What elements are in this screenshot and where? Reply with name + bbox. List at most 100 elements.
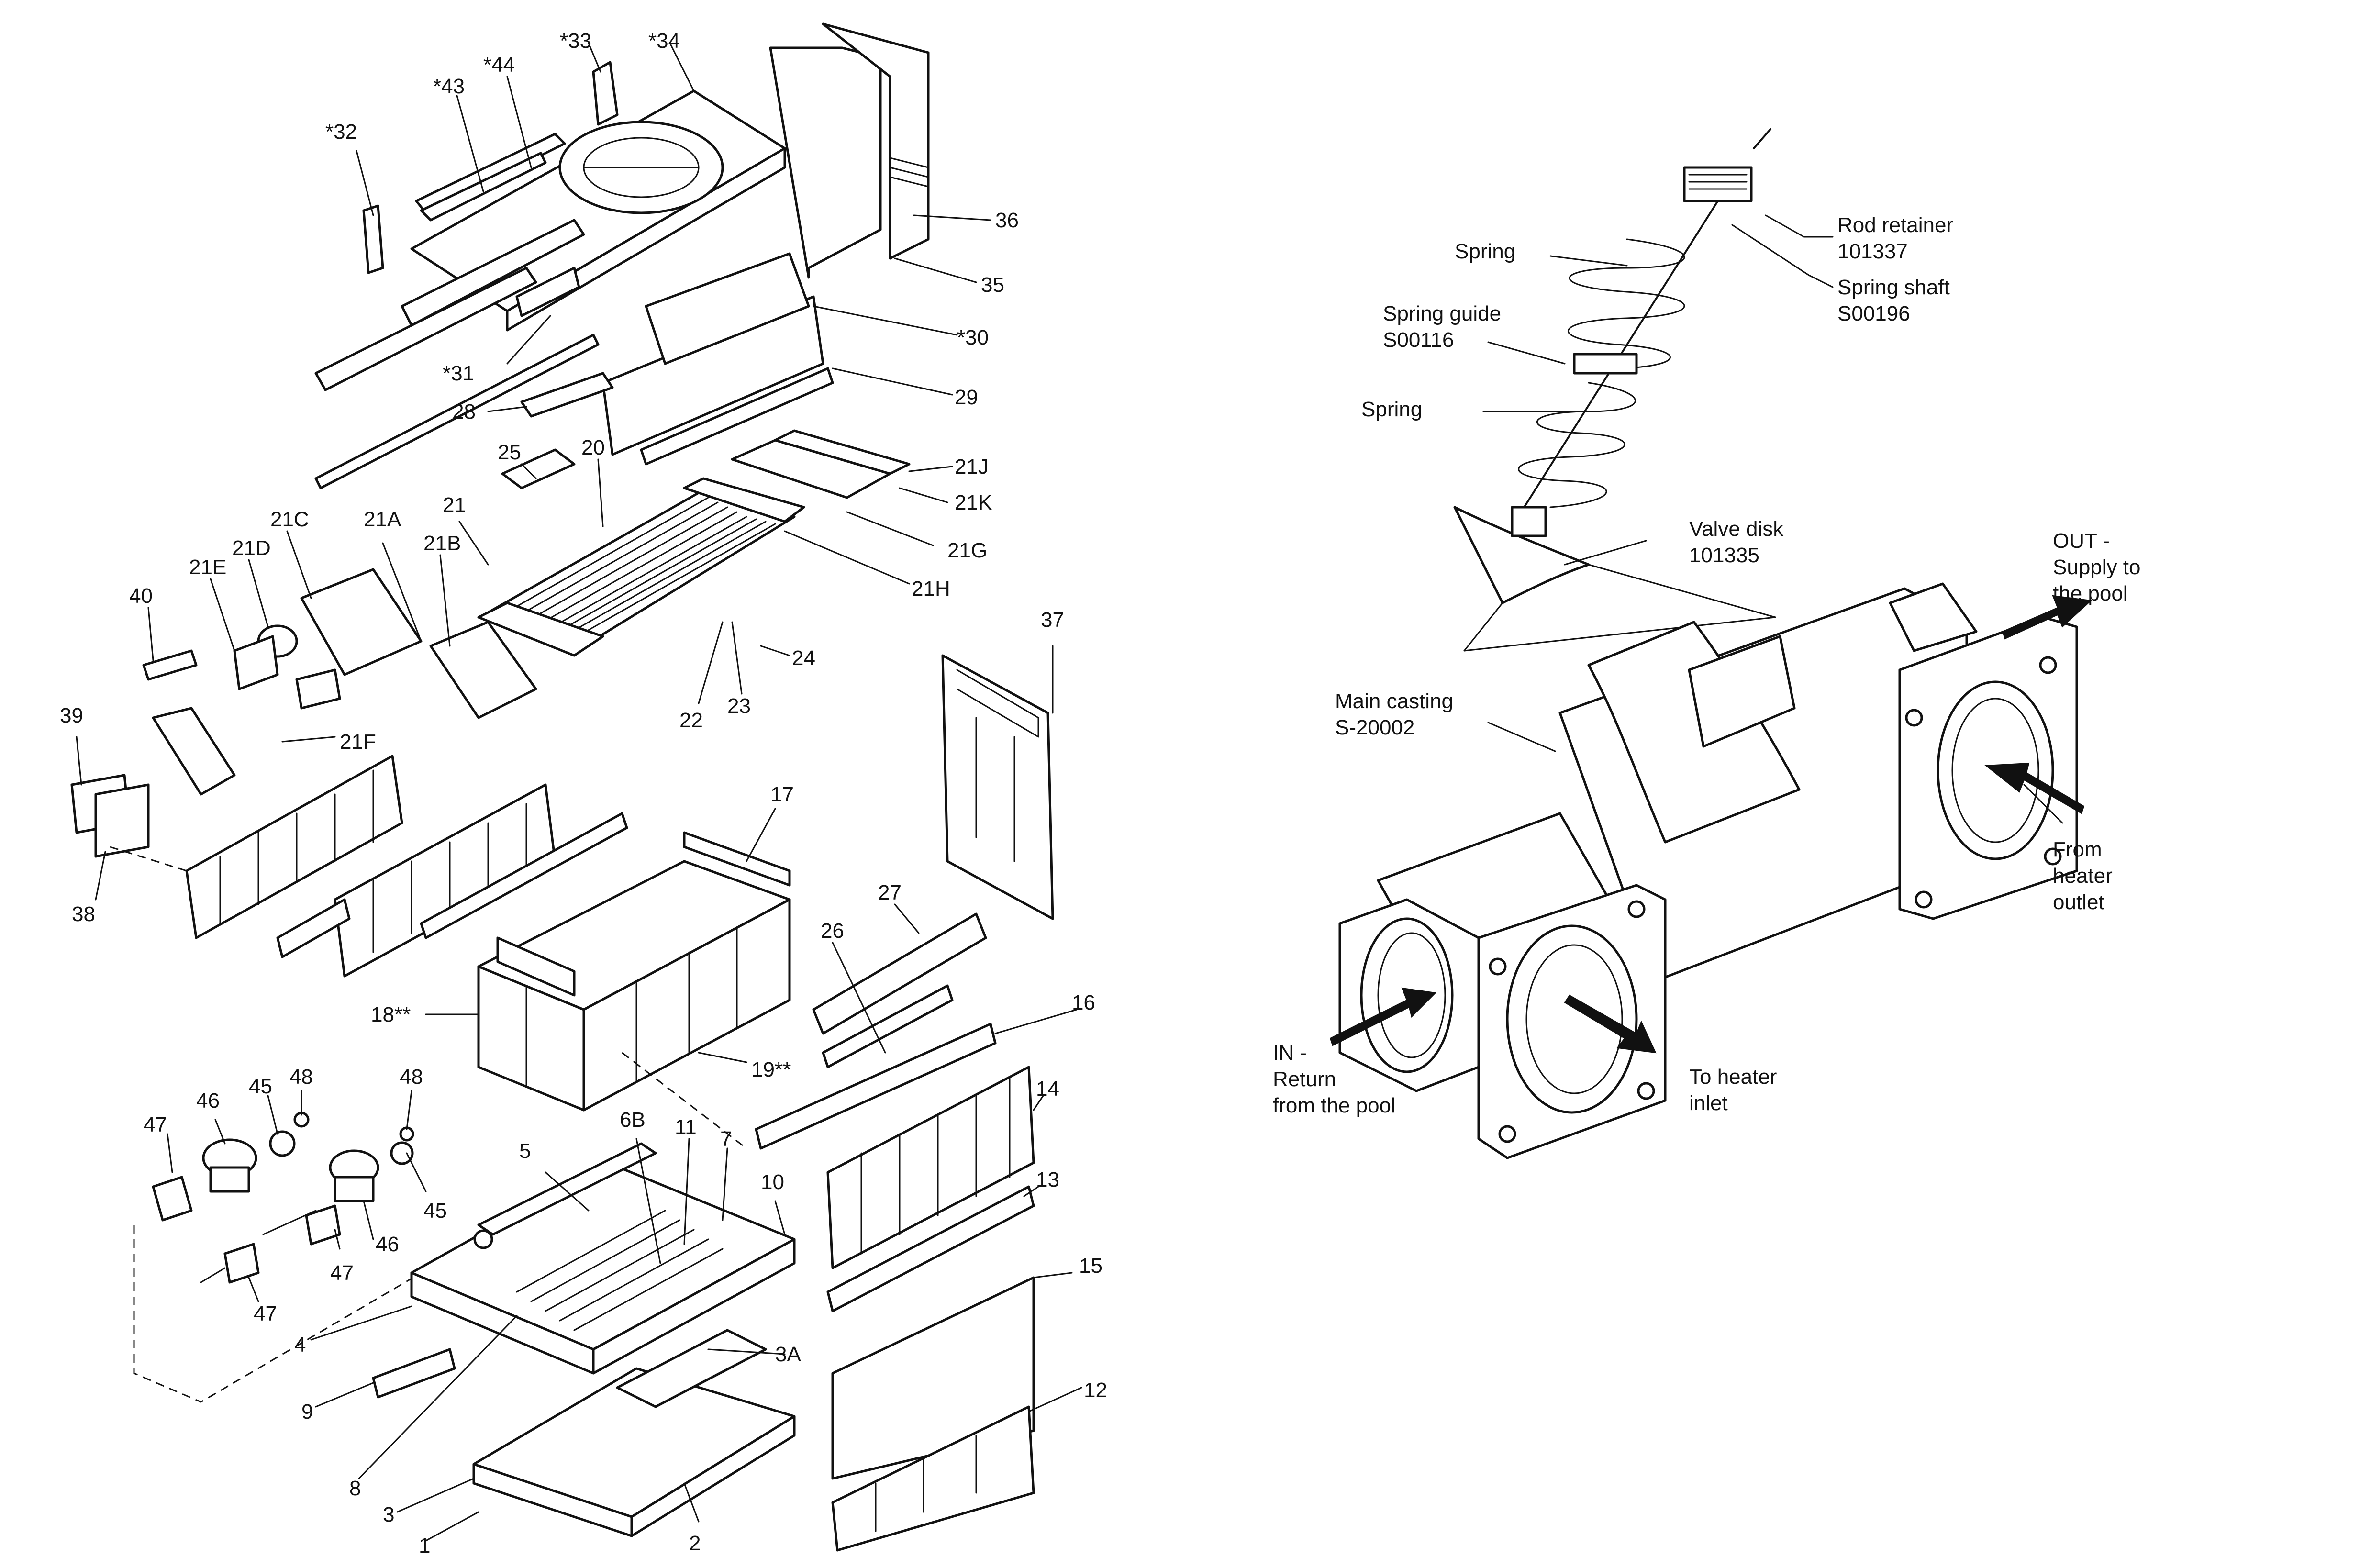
label-spring-guide-num: S00116: [1383, 328, 1454, 352]
label-from-2: heater: [2053, 864, 2113, 888]
label-21H: 21H: [912, 577, 950, 601]
label-39: 39: [60, 704, 83, 727]
label-21D: 21D: [232, 536, 271, 560]
label-40: 40: [129, 584, 153, 608]
burner-tray: [372, 1142, 796, 1537]
flue-hood-29: [520, 252, 834, 466]
label-16: 16: [1072, 991, 1095, 1014]
label-2: 2: [689, 1532, 701, 1555]
label-in-1: IN -: [1273, 1041, 1307, 1065]
label-out-1: OUT -: [2053, 529, 2110, 553]
gas-controls: [133, 1112, 479, 1403]
label-4: 4: [294, 1333, 306, 1357]
label-15: 15: [1079, 1254, 1102, 1278]
flow-arrows: [1329, 595, 2093, 1054]
label-19: 19**: [751, 1058, 791, 1081]
label-27: 27: [878, 881, 902, 904]
combustion-chamber-18-19: [477, 831, 791, 1149]
main-casting: [1338, 582, 2078, 1159]
label-24: 24: [792, 646, 815, 670]
label-46a: 46: [196, 1089, 220, 1112]
bypass-valve-view: Rod retainer 101337 Spring Spring shaft …: [1273, 128, 2140, 1159]
label-8: 8: [349, 1477, 361, 1500]
side-panel-35-36: [769, 22, 930, 279]
label-21C: 21C: [270, 508, 309, 531]
label-spring-top: Spring: [1455, 240, 1515, 263]
label-from-1: From: [2053, 838, 2102, 861]
label-46b: 46: [376, 1233, 399, 1256]
label-20: 20: [581, 436, 605, 459]
label-21A: 21A: [364, 508, 401, 531]
label-28: 28: [452, 400, 476, 423]
label-47c: 47: [254, 1302, 277, 1325]
label-35: 35: [981, 273, 1004, 297]
label-rod-retainer: Rod retainer: [1837, 213, 1953, 237]
label-valve-disk: Valve disk: [1689, 517, 1784, 541]
label-3: 3: [383, 1503, 394, 1526]
label-30: *30: [957, 326, 989, 349]
label-22: 22: [679, 709, 703, 732]
label-spring-shaft-num: S00196: [1837, 302, 1910, 325]
label-21B: 21B: [423, 532, 461, 555]
label-17: 17: [770, 783, 794, 806]
label-31: *31: [443, 362, 474, 385]
label-43: *43: [433, 75, 465, 98]
label-5: 5: [519, 1139, 531, 1163]
valve-spring-stack: [1453, 128, 1776, 652]
flue-collector-assembly: [314, 61, 786, 489]
label-main-casting: Main casting: [1335, 689, 1453, 713]
label-rod-retainer-num: 101337: [1837, 240, 1908, 263]
label-47b: 47: [330, 1261, 354, 1285]
label-6B: 6B: [620, 1108, 646, 1132]
label-45b: 45: [423, 1199, 447, 1223]
label-21E: 21E: [189, 556, 226, 579]
label-33: *33: [560, 29, 591, 53]
label-10: 10: [761, 1170, 784, 1194]
label-spring-bottom: Spring: [1361, 398, 1422, 421]
valve-labels: Rod retainer 101337 Spring Spring shaft …: [1273, 213, 2140, 1117]
label-21G: 21G: [947, 539, 987, 562]
label-in-2: Return: [1273, 1068, 1336, 1091]
label-valve-disk-num: 101335: [1689, 544, 1759, 567]
label-3A: 3A: [775, 1343, 801, 1366]
label-14: 14: [1036, 1077, 1059, 1101]
label-37: 37: [1041, 608, 1064, 632]
label-main-casting-num: S-20002: [1335, 716, 1414, 739]
label-26: 26: [821, 919, 844, 943]
label-25: 25: [498, 441, 521, 464]
label-47a: 47: [144, 1113, 167, 1136]
label-9: 9: [301, 1400, 313, 1423]
label-to-heater-2: inlet: [1689, 1091, 1728, 1115]
label-out-3: the pool: [2053, 582, 2128, 605]
label-48b: 48: [400, 1065, 423, 1089]
label-23: 23: [727, 694, 751, 718]
leader-lines-right: [1482, 214, 2063, 824]
label-to-heater-1: To heater: [1689, 1065, 1777, 1089]
label-38: 38: [72, 902, 95, 926]
label-out-2: Supply to: [2053, 556, 2140, 579]
heater-exploded-view: *32 *43 *44 *33 *34 36 35 *30 *31 28 29 …: [60, 22, 1107, 1557]
label-48a: 48: [289, 1065, 313, 1089]
leader-lines-left: [76, 42, 1082, 1542]
label-from-3: outlet: [2053, 890, 2104, 914]
side-panels-21F: [110, 755, 628, 978]
label-1: 1: [419, 1534, 430, 1557]
label-spring-guide: Spring guide: [1383, 302, 1501, 325]
label-13: 13: [1036, 1168, 1059, 1191]
label-spring-shaft: Spring shaft: [1837, 276, 1950, 299]
label-32: *32: [325, 120, 357, 144]
label-11: 11: [675, 1115, 697, 1139]
part-number-labels: *32 *43 *44 *33 *34 36 35 *30 *31 28 29 …: [60, 29, 1107, 1557]
label-29: 29: [955, 386, 978, 409]
label-21: 21: [443, 493, 466, 517]
label-44: *44: [483, 53, 515, 77]
front-panels: [755, 912, 1035, 1552]
label-21K: 21K: [955, 491, 992, 514]
heat-exchanger-21: [70, 429, 911, 858]
label-21F: 21F: [340, 730, 376, 754]
label-18: 18**: [371, 1003, 411, 1026]
label-45a: 45: [249, 1075, 272, 1098]
rear-panel-37: [941, 654, 1054, 920]
label-in-3: from the pool: [1273, 1094, 1396, 1117]
